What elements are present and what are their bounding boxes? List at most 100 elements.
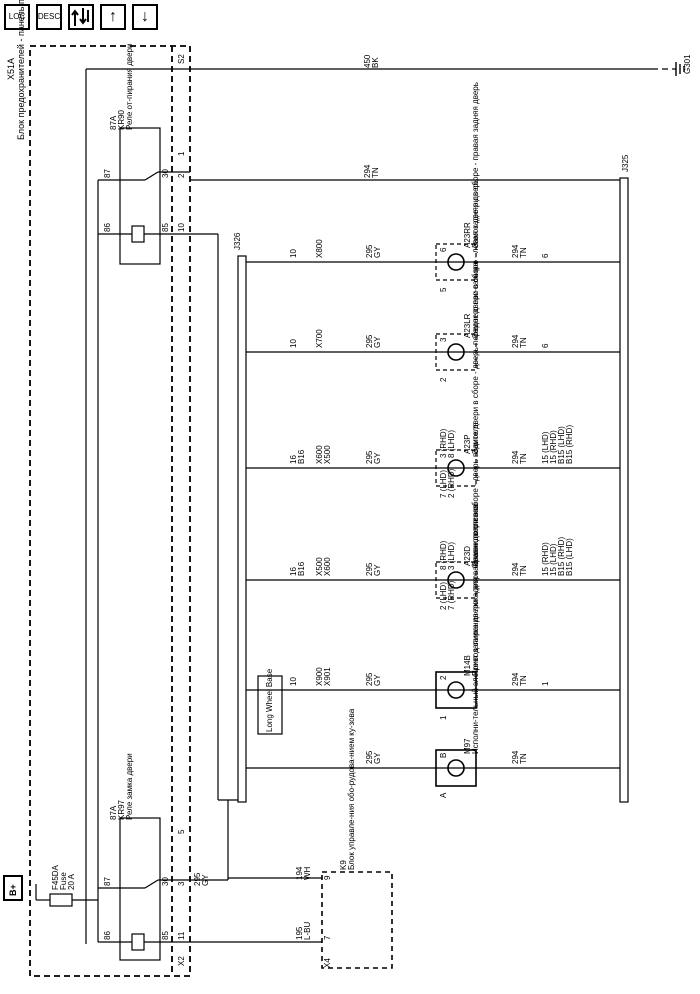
actuator-connector-alt: X901	[323, 667, 332, 686]
tn-wire-number: 294	[511, 672, 520, 686]
connector-x2-pin1: 11	[177, 931, 186, 940]
actuator-conn-pin-bottom-alt: 15 (RHD)	[549, 430, 558, 464]
kr90-pin30: 30	[161, 169, 170, 178]
connector-s2-pin2: 2	[177, 173, 186, 178]
actuator-id: M97	[463, 738, 472, 754]
arrow-down-icon: ↓	[141, 8, 149, 25]
actuator-pin-bottom: 2	[439, 377, 448, 382]
kr90-pin85: 85	[161, 223, 170, 232]
kr97-pin87a: 87A	[109, 805, 118, 820]
kr90-contact	[144, 171, 159, 181]
actuator-pin-bottom: 1	[439, 715, 448, 720]
actuator-conn-pin-bottom-3: B15 (RHD)	[557, 537, 566, 576]
kr90-coil	[131, 225, 145, 243]
tn-wire-color: TN	[519, 453, 528, 464]
actuator-conn-pin-bottom-4: B15 (LHD)	[565, 538, 574, 576]
actuator-connector: X500	[315, 557, 324, 576]
connector-signal-icon[interactable]	[68, 4, 94, 30]
actuator-pin-bottom: 2 (LHD)	[439, 582, 448, 610]
tn-wire-color: TN	[519, 337, 528, 348]
kr97-id: KR97	[117, 799, 126, 820]
ground-symbol	[675, 62, 685, 76]
actuator-conn-pin-bottom-4: B15 (RHD)	[565, 425, 574, 464]
relay-kr90-body	[119, 127, 161, 265]
actuator-pin-top: B	[439, 753, 448, 758]
actuator-pin-bottom: 7 (LHD)	[439, 470, 448, 498]
fuse-text: Fuse	[59, 872, 68, 890]
kr90-pin87a: 87A	[109, 115, 118, 130]
kr90-pin86: 86	[103, 223, 112, 232]
actuator-id: A23D	[463, 546, 472, 566]
kr97-pin86: 86	[103, 931, 112, 940]
actuator-conn-pin-bottom: 6	[541, 253, 550, 258]
actuator-conn-pin-bottom: 6	[541, 343, 550, 348]
gy-wire-number: 295	[365, 450, 374, 464]
battery-label: B+	[8, 884, 18, 896]
actuator-connector: X900	[315, 667, 324, 686]
gy-wire-color: GY	[373, 336, 382, 348]
splice-j325-label: J325	[621, 154, 630, 172]
bcm-wire-a-number: 195	[295, 926, 304, 940]
actuator-conn-pin-top-alt: B16	[297, 449, 306, 464]
gy-wire-number: 295	[365, 672, 374, 686]
description-label: DESC	[37, 12, 61, 21]
actuator-row-a23d	[246, 561, 620, 599]
actuator-conn-pin-top: 16	[289, 455, 298, 464]
connector-x2-id: X2	[177, 956, 186, 966]
toolbar: LOC DESC ↑ ↓	[4, 4, 158, 30]
connector-signal-glyph	[71, 8, 89, 26]
tn-wire-color: TN	[519, 565, 528, 576]
description-button[interactable]: DESC	[36, 4, 62, 30]
bcm-pin-b: 9	[323, 875, 332, 880]
actuator-id: A23LR	[463, 313, 472, 338]
bcm-connector: X4	[323, 958, 332, 968]
page-down-button[interactable]: ↓	[132, 4, 158, 30]
fuse-block-name: Блок предохранителей - панель приборов	[16, 0, 26, 140]
tn-wire-number: 294	[511, 750, 520, 764]
arrow-up-icon: ↑	[109, 8, 117, 25]
actuator-connector-alt: X600	[323, 557, 332, 576]
actuator-name: Замок двери в сборе - дверь переднего па…	[471, 261, 480, 454]
actuator-conn-pin-top: 10	[289, 677, 298, 686]
tn-wire-number: 294	[511, 334, 520, 348]
gy-wire-color: GY	[373, 246, 382, 258]
location-button[interactable]: LOC	[4, 4, 30, 30]
gy-wire-color: GY	[373, 674, 382, 686]
relay-kr97-body	[119, 817, 161, 961]
fuse-block-id: X51A	[6, 58, 16, 80]
actuator-conn-pin-top: 10	[289, 249, 298, 258]
kr90-id: KR90	[117, 109, 126, 130]
connector-s2-pin3: 10	[177, 223, 186, 232]
bplus-box	[3, 875, 23, 901]
gy-wire-number: 295	[365, 750, 374, 764]
fuse-body	[49, 893, 73, 907]
gy-wire-color: GY	[373, 452, 382, 464]
actuator-pin-bottom: A	[439, 792, 448, 798]
kr90-name: Реле от-пирания двери	[125, 44, 134, 130]
actuator-conn-pin-top: 16	[289, 567, 298, 576]
bcm-pin-a: 7	[323, 935, 332, 940]
bcm-id: K9	[339, 860, 348, 870]
actuator-connector-alt: X500	[323, 445, 332, 464]
kr97-name: Реле замка двери	[125, 753, 134, 820]
actuator-conn-pin-bottom: 15 (LHD)	[541, 431, 550, 464]
actuator-pin-top: 8 (RHD)	[439, 540, 448, 570]
bcm-outline	[321, 871, 393, 969]
tn-wire-number: 294	[511, 244, 520, 258]
page-up-button[interactable]: ↑	[100, 4, 126, 30]
gy-wire-color: GY	[373, 752, 382, 764]
tn-wire-color: TN	[519, 753, 528, 764]
gy-wire-number: 295	[365, 244, 374, 258]
actuator-name: Замок двери в сборе - левая задняя дверь	[471, 179, 480, 338]
fuse-id: F45DA	[51, 864, 60, 890]
splice-j326	[237, 255, 247, 803]
actuator-connector: X800	[315, 239, 324, 258]
ground-wire-number: 450	[363, 54, 372, 68]
actuator-pin-top-alt: 8 (LHD)	[447, 430, 456, 458]
option-box	[257, 675, 283, 735]
tn-wire-color: TN	[519, 675, 528, 686]
actuator-row-a23p	[246, 449, 620, 487]
actuator-pin-bottom-alt: 7 (RHD)	[447, 580, 456, 610]
kr97-coil	[131, 933, 145, 951]
